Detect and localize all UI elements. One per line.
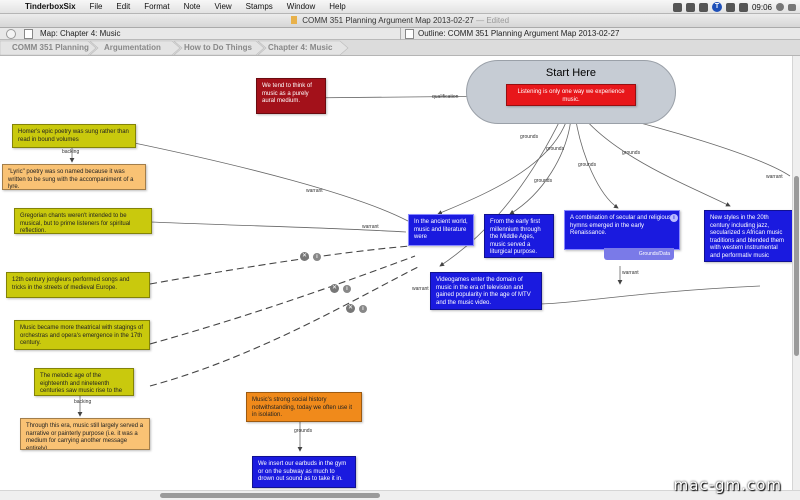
link-label-grounds-1: grounds xyxy=(520,134,539,140)
breadcrumb-item-argumentation[interactable]: Argumentation xyxy=(104,43,161,52)
link-label-warrant-5: warrant xyxy=(622,270,639,276)
note-ancient-world[interactable]: In the ancient world, music and literatu… xyxy=(408,214,474,246)
search-icon[interactable] xyxy=(776,3,784,11)
note-narrative[interactable]: Through this era, music still largely se… xyxy=(20,418,150,450)
note-theatrical[interactable]: Music became more theatrical with stagin… xyxy=(14,320,150,350)
link-label-backing-1: backing xyxy=(62,149,80,155)
map-view-title[interactable]: Map: Chapter 4: Music xyxy=(40,29,121,38)
window-title: COMM 351 Planning Argument Map 2013-02-2… xyxy=(302,16,474,25)
music-status-icon[interactable] xyxy=(698,2,708,12)
menu-window[interactable]: Window xyxy=(286,2,316,11)
note-info-icon[interactable]: i xyxy=(670,214,678,222)
outline-view-title[interactable]: Outline: COMM 351 Planning Argument Map … xyxy=(418,29,620,38)
link-label-grounds-2: grounds xyxy=(546,146,565,152)
view-title-bar: Map: Chapter 4: Music Outline: COMM 351 … xyxy=(0,28,800,40)
window-title-bar: COMM 351 Planning Argument Map 2013-02-2… xyxy=(0,14,800,28)
link-label-grounds-5: grounds xyxy=(534,178,553,184)
document-icon xyxy=(290,16,297,24)
link-label-warrant-3: warrant xyxy=(362,224,379,230)
menu-edit[interactable]: Edit xyxy=(116,2,131,11)
outline-view-icon xyxy=(405,29,414,39)
note-earbuds[interactable]: We insert our earbuds in the gym or on t… xyxy=(252,456,356,488)
map-canvas[interactable]: Start Here Listening is only one way we … xyxy=(0,56,800,496)
remove-link-icon[interactable]: ✕ xyxy=(300,252,309,261)
map-view-icon xyxy=(24,29,33,39)
edited-indicator: — Edited xyxy=(476,16,510,25)
remove-link-icon[interactable]: ✕ xyxy=(346,304,355,313)
menu-view[interactable]: View xyxy=(214,2,232,11)
sync-status-icon[interactable] xyxy=(685,2,695,12)
link-info-icon[interactable]: i xyxy=(343,285,351,293)
link-label-warrant-1: warrant xyxy=(766,174,783,180)
dropbox-status-icon[interactable] xyxy=(672,2,682,12)
breadcrumb-item-comm351[interactable]: COMM 351 Planning xyxy=(12,43,89,52)
link-label-grounds-3: grounds xyxy=(578,162,597,168)
note-lyric[interactable]: "Lyric" poetry was so named because it w… xyxy=(2,164,146,190)
note-jongleurs[interactable]: 12th century jongleurs performed songs a… xyxy=(6,272,150,298)
note-homer[interactable]: Homer's epic poetry was sung rather than… xyxy=(12,124,136,148)
wifi-status-icon[interactable] xyxy=(725,2,735,12)
horizontal-scroll-thumb[interactable] xyxy=(160,493,380,498)
note-gregorian[interactable]: Gregorian chants weren't intended to be … xyxy=(14,208,152,234)
menu-file[interactable]: File xyxy=(89,2,103,11)
note-main-claim[interactable]: Listening is only one way we experience … xyxy=(506,84,636,106)
grounds-data-tab[interactable]: Grounds/Data xyxy=(604,248,674,260)
horizontal-scrollbar[interactable] xyxy=(0,490,800,500)
vertical-scroll-thumb[interactable] xyxy=(794,176,799,356)
menu-note[interactable]: Note xyxy=(183,2,201,11)
breadcrumb-shapes xyxy=(0,40,349,56)
link-label-warrant-4: warrant xyxy=(412,286,429,292)
link-label-warrant-2: warrant xyxy=(306,188,323,194)
menu-app-name[interactable]: TinderboxSix xyxy=(25,2,76,11)
status-area: T 09:06 xyxy=(672,0,796,14)
link-label-backing-2: backing xyxy=(74,399,92,405)
breadcrumb: COMM 351 Planning Argumentation How to D… xyxy=(0,40,800,56)
note-social-history[interactable]: Music's strong social history notwithsta… xyxy=(246,392,362,422)
menu-help[interactable]: Help xyxy=(329,2,346,11)
menu-clock[interactable]: 09:06 xyxy=(751,2,772,12)
note-early-first-millennium[interactable]: From the early first millennium through … xyxy=(484,214,554,258)
link-label-grounds-4: grounds xyxy=(622,150,641,156)
breadcrumb-item-chapter4[interactable]: Chapter 4: Music xyxy=(268,43,333,52)
note-melodic[interactable]: The melodic age of the eighteenth and ni… xyxy=(34,368,134,396)
note-new-styles[interactable]: New styles in the 20th century including… xyxy=(704,210,794,262)
link-label-grounds-6: grounds xyxy=(294,428,313,434)
remove-link-icon[interactable]: ✕ xyxy=(330,284,339,293)
start-here-title: Start Here xyxy=(545,67,597,79)
watermark: mac-gm.com xyxy=(673,476,782,494)
menu-format[interactable]: Format xyxy=(144,2,170,11)
note-videogames[interactable]: Videogames enter the domain of music in … xyxy=(430,272,542,310)
link-info-icon[interactable]: i xyxy=(313,253,321,261)
link-label-qualification: qualification xyxy=(432,94,459,100)
breadcrumb-item-how-to-do-things[interactable]: How to Do Things xyxy=(184,43,252,52)
vertical-scrollbar[interactable] xyxy=(792,56,800,496)
battery-status-icon[interactable] xyxy=(738,2,748,12)
notification-center-icon[interactable] xyxy=(788,3,796,11)
tinderbox-status-icon[interactable]: T xyxy=(711,2,722,12)
link-info-icon[interactable]: i xyxy=(359,305,367,313)
menu-stamps[interactable]: Stamps xyxy=(245,2,273,11)
note-secular-hymns[interactable]: A combination of secular and religious h… xyxy=(564,210,680,250)
note-aural-medium[interactable]: We tend to think of music as a purely au… xyxy=(256,78,326,114)
menu-bar: TinderboxSix File Edit Format Note View … xyxy=(0,0,800,14)
back-button[interactable] xyxy=(6,29,16,39)
view-divider[interactable] xyxy=(400,28,401,40)
